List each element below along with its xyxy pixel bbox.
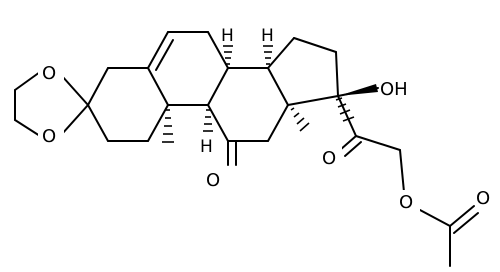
bond (147, 31, 169, 69)
label-bg (396, 190, 420, 214)
hash (296, 117, 305, 125)
atom-o-ketone: O (206, 170, 220, 191)
bond (14, 119, 41, 137)
bond (399, 149, 405, 193)
bond (87, 104, 109, 142)
bond (147, 104, 169, 142)
atom-hydroxyl: OH (380, 79, 408, 100)
bond (14, 71, 41, 91)
bond (61, 75, 89, 106)
label-bg (318, 145, 342, 167)
bond (453, 212, 479, 234)
bond (207, 31, 229, 69)
atom-o-ester: O (399, 192, 413, 213)
bond (147, 67, 169, 106)
label-bg (38, 124, 64, 148)
bond (344, 141, 362, 157)
hash (290, 107, 295, 111)
bond (155, 39, 174, 71)
bond (267, 67, 289, 106)
bond (449, 205, 475, 227)
bond (267, 104, 289, 142)
atom-o-acetyl: O (476, 188, 490, 209)
hash (337, 103, 347, 108)
bond (419, 209, 451, 227)
bond (355, 135, 401, 151)
bond (207, 104, 229, 142)
hash (339, 109, 351, 115)
wedge-bond (338, 84, 378, 96)
atom-o-side-ketone: O (322, 148, 336, 169)
hash (293, 112, 300, 118)
bond (61, 104, 89, 135)
bond (267, 37, 295, 69)
atom-h-c8: H (221, 26, 234, 46)
hash (335, 97, 343, 101)
bond (293, 37, 337, 53)
hash (299, 122, 310, 132)
bond (339, 135, 357, 151)
atom-o-dioxolane-top: O (42, 63, 56, 84)
hashed-bonds (162, 45, 355, 143)
bond (207, 67, 229, 106)
atom-h-c9: H (200, 137, 213, 157)
bond (287, 95, 339, 106)
bond (337, 95, 357, 137)
atom-o-dioxolane-bottom: O (42, 126, 56, 147)
bond (335, 51, 339, 97)
atom-labels: O O O O OH O O H H H (38, 26, 490, 214)
label-bg (38, 60, 64, 84)
atom-h-c14: H (261, 26, 274, 46)
bond-lines (14, 31, 479, 267)
bond (87, 67, 109, 106)
hash (342, 116, 355, 122)
